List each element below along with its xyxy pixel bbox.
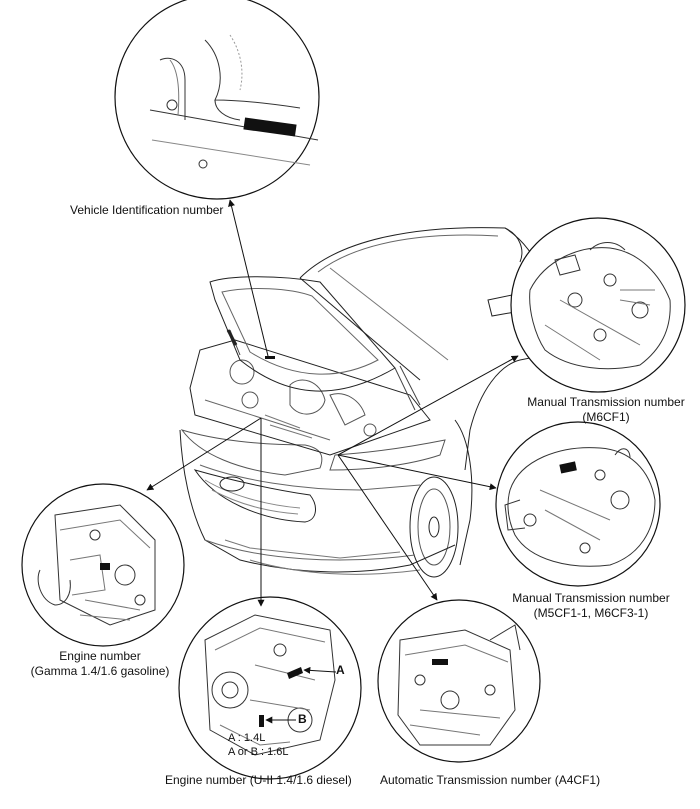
uii-label: Engine number (U-II 1.4/1.6 diesel)	[165, 773, 352, 787]
vin-plate-marker	[243, 117, 297, 137]
a4cf1-detail-circle	[377, 599, 541, 763]
vin-leader-arrow	[228, 199, 269, 357]
vin-detail-circle	[114, 0, 320, 200]
gamma-engine-number-marker	[100, 563, 110, 570]
vin-label: Vehicle Identification number	[70, 203, 224, 217]
m6cf1-detail-circle	[510, 217, 686, 393]
m5cf1-leader-arrow	[337, 454, 497, 491]
m5cf1-label-line1: Manual Transmission number	[512, 591, 670, 605]
marker-a-label: A	[336, 663, 345, 677]
m6cf1-leader-arrow	[337, 355, 519, 456]
a4cf1-leader-arrow	[337, 454, 438, 601]
legend-a: A : 1.4L	[228, 732, 266, 744]
m5cf1-number-marker	[559, 461, 577, 474]
a4cf1-number-marker	[432, 659, 448, 665]
gamma-engine-detail-circle	[21, 483, 185, 647]
a4cf1-label: Automatic Transmission number (A4CF1)	[380, 773, 601, 787]
m5cf1-label-line2: (M5CF1-1, M6CF3-1)	[533, 606, 649, 620]
vehicle-illustration	[179, 227, 551, 578]
gamma-label-line1: Engine number	[59, 649, 141, 663]
leader-lines	[146, 199, 519, 724]
gamma-label-line2: (Gamma 1.4/1.6 gasoline)	[30, 664, 170, 678]
gamma-leader-arrow	[146, 417, 262, 491]
legend-a-or-b: A or B : 1.6L	[228, 746, 289, 758]
marker-a-arrow	[303, 666, 337, 674]
m6cf1-label-line1: Manual Transmission number	[527, 395, 685, 409]
marker-b-label: B	[298, 712, 307, 726]
uii-marker-a-plate	[287, 667, 303, 679]
uii-marker-b-plate	[259, 715, 264, 727]
m5cf1-detail-circle	[495, 421, 661, 587]
m6cf1-label-line2: (M6CF1)	[582, 410, 630, 424]
